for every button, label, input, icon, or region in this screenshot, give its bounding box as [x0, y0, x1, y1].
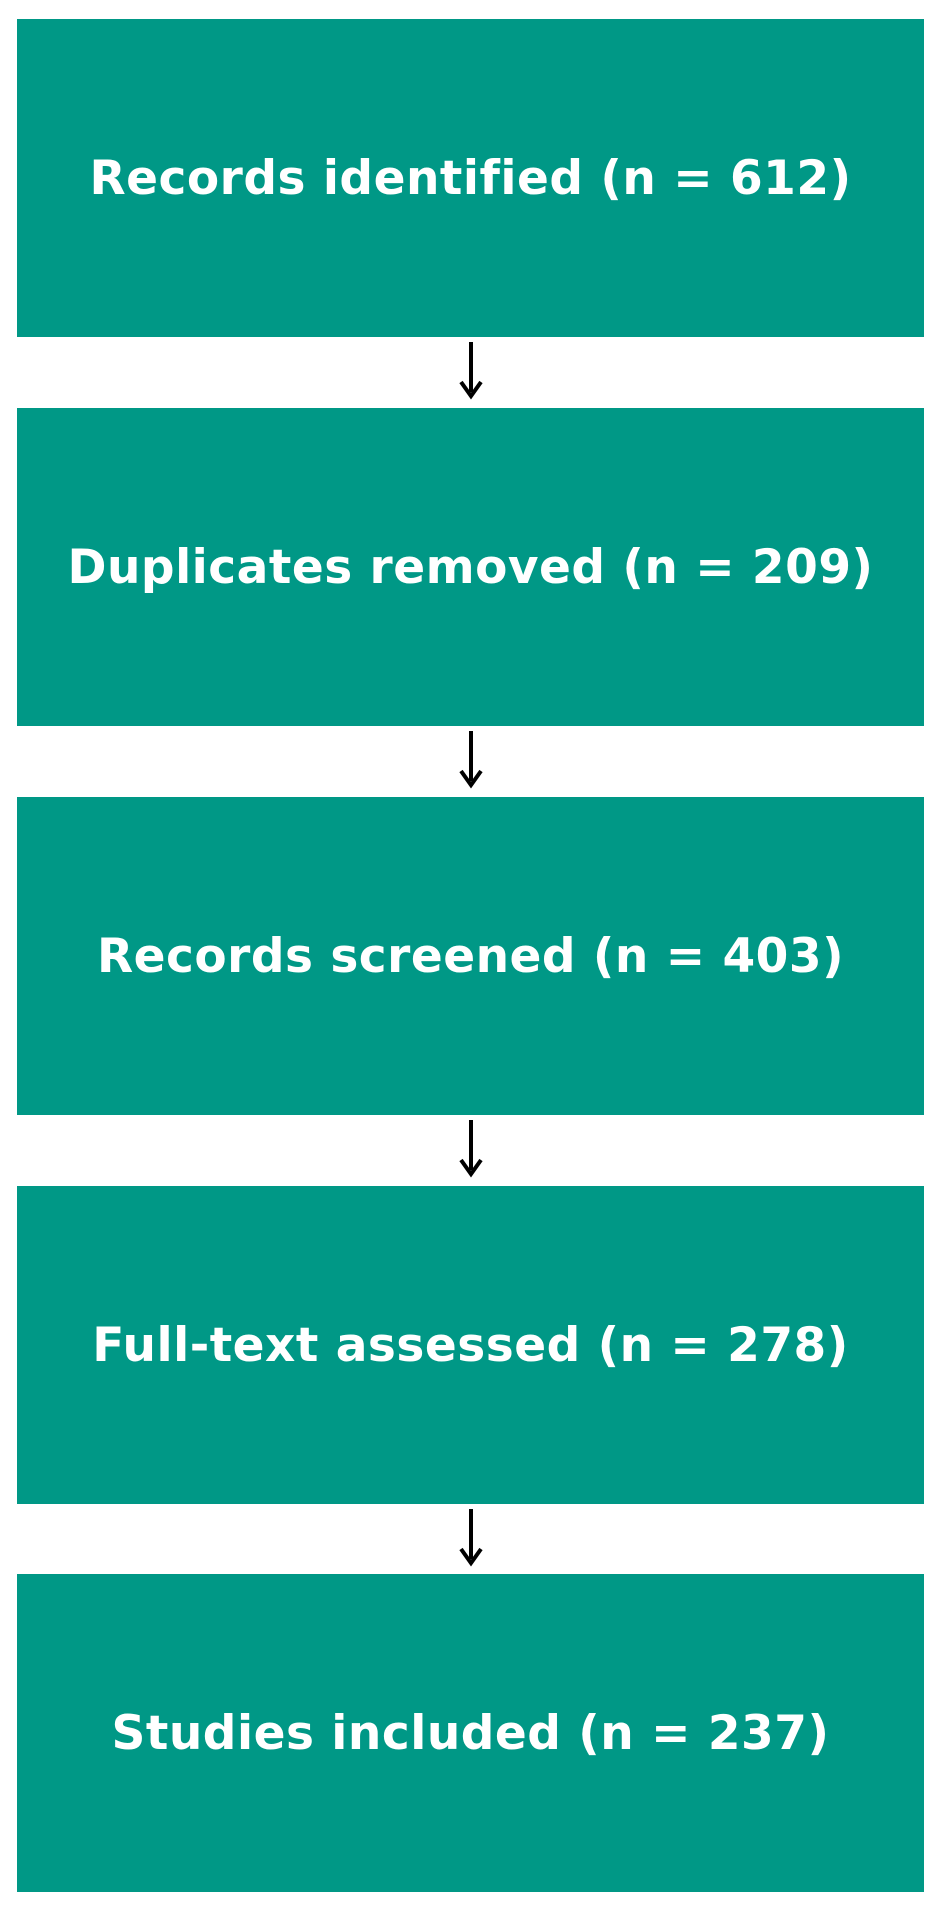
flow-step-duplicates-removed: Duplicates removed (n = 209): [17, 408, 924, 726]
flow-step-studies-included: Studies included (n = 237): [17, 1574, 924, 1892]
down-arrow-icon: [459, 1509, 483, 1567]
flow-step-full-text-assessed: Full-text assessed (n = 278): [17, 1186, 924, 1504]
flow-step-label: Full-text assessed (n = 278): [92, 1317, 849, 1373]
flow-step-label: Records identified (n = 612): [89, 150, 852, 206]
flow-step-records-identified: Records identified (n = 612): [17, 19, 924, 337]
down-arrow-icon: [459, 1120, 483, 1178]
down-arrow-icon: [459, 342, 483, 400]
flow-step-records-screened: Records screened (n = 403): [17, 797, 924, 1115]
down-arrow-icon: [459, 731, 483, 789]
flow-step-label: Duplicates removed (n = 209): [67, 539, 874, 595]
flow-step-label: Records screened (n = 403): [96, 928, 845, 984]
flow-step-label: Studies included (n = 237): [111, 1705, 830, 1761]
